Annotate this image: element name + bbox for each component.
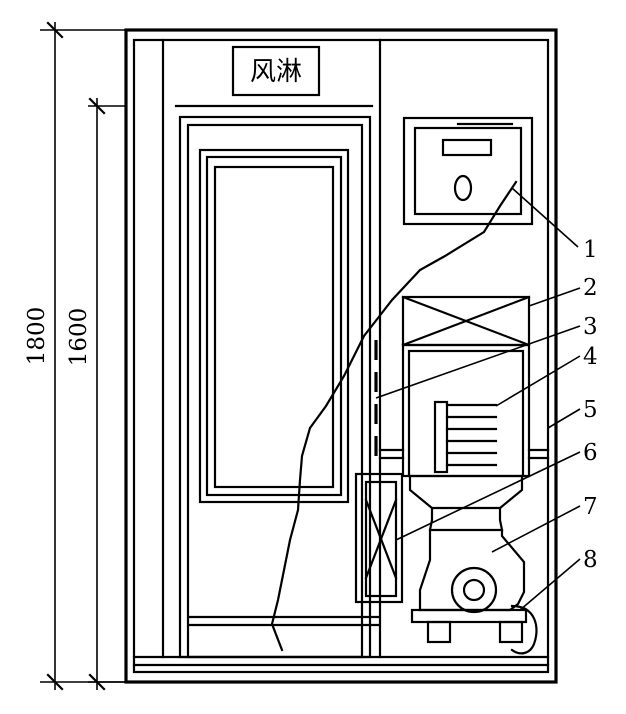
blower	[410, 528, 528, 644]
door	[174, 104, 380, 659]
callout-1: 1	[583, 237, 598, 263]
indicator-lamp	[453, 174, 473, 202]
side-rails	[378, 448, 550, 460]
callout-7: 7	[583, 494, 598, 520]
leader-lines	[375, 187, 581, 611]
power-cable	[510, 604, 538, 655]
sign-label: 风淋	[250, 57, 302, 87]
callout-5: 5	[583, 397, 598, 423]
blower-impeller	[450, 566, 498, 614]
cutaway-break-line	[270, 180, 518, 652]
cabinet-frame	[124, 28, 558, 684]
dimension-1800: 1800	[24, 307, 50, 366]
hepa-filter	[401, 295, 531, 347]
callout-6: 6	[583, 440, 598, 466]
dimension-inner: 1600	[66, 97, 126, 691]
callout-2: 2	[583, 275, 598, 301]
callout-3: 3	[583, 314, 598, 340]
control-panel	[402, 116, 534, 226]
dimension-1600: 1600	[66, 308, 92, 367]
plenum-box	[401, 343, 531, 478]
blower-duct	[408, 474, 524, 532]
callout-4: 4	[583, 344, 598, 370]
callout-8: 8	[583, 547, 598, 573]
sign-plate: 风淋	[231, 45, 321, 97]
heater-fins	[433, 400, 498, 474]
callout-labels: 1 2 3 4 5 6 7 8	[583, 237, 598, 573]
